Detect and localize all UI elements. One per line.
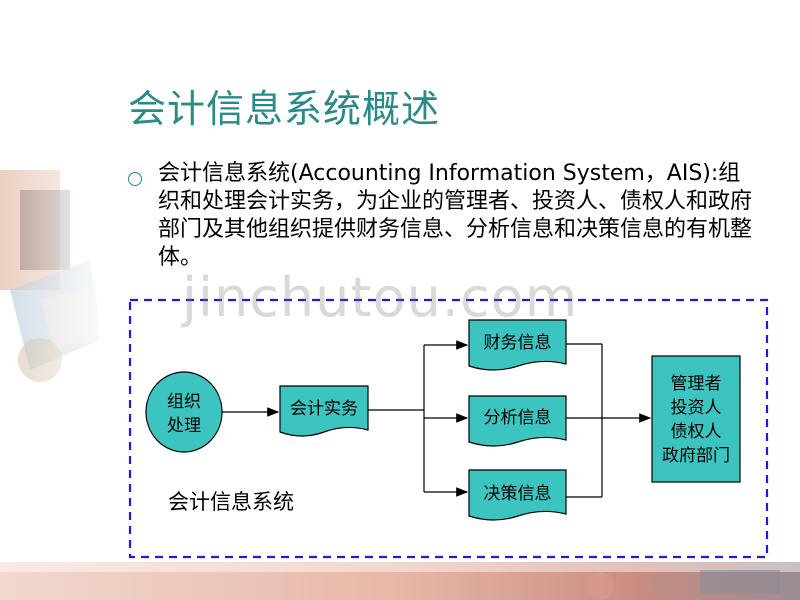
system-boundary: [128, 298, 769, 559]
source-label-line1: 组织: [167, 392, 201, 412]
output-label-decision: 决策信息: [483, 484, 552, 504]
bullet-icon: [128, 172, 142, 186]
system-label: 会计信息系统: [168, 490, 294, 514]
decorative-bottom-band: [0, 562, 800, 600]
receiver-label-4: 政府部门: [662, 446, 730, 466]
receiver-box: [651, 355, 741, 483]
receiver-label-3: 债权人: [670, 422, 722, 442]
page-title: 会计信息系统概述: [128, 87, 441, 131]
receiver-label-1: 管理者: [670, 374, 722, 394]
process-box: [279, 385, 369, 437]
receiver-label-2: 投资人: [670, 398, 722, 418]
output-label-finance: 财务信息: [483, 333, 552, 353]
bullet-text: 会计信息系统(Accounting Information System，AIS…: [158, 161, 753, 270]
output-label-analysis: 分析信息: [483, 408, 552, 428]
output-doc-decision: [468, 469, 567, 521]
process-label: 会计实务: [290, 399, 358, 419]
source-label-line2: 处理: [167, 416, 201, 436]
decorative-collage: [0, 150, 120, 410]
output-doc-analysis: [468, 395, 567, 447]
output-doc-finance: [468, 319, 567, 371]
watermark-text: jinchutou.com: [182, 266, 579, 329]
